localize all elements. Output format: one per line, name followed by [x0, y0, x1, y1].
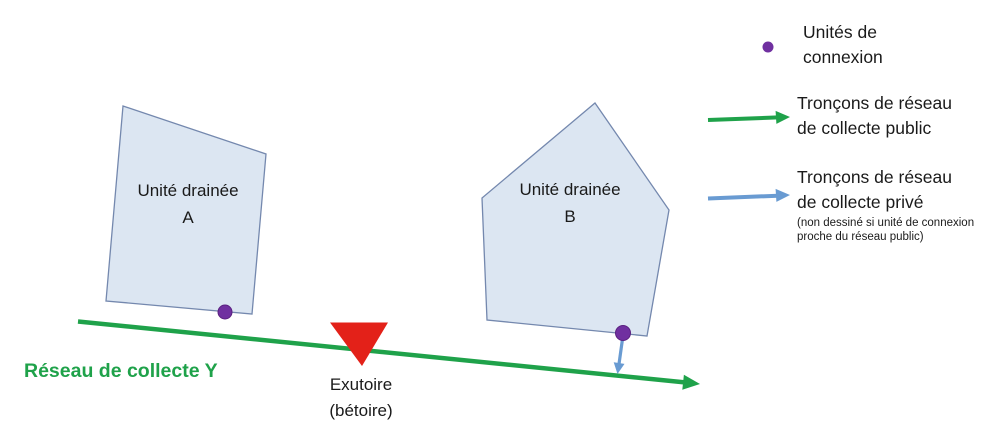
unit-b-label: Unité drainée B	[519, 180, 621, 226]
unit-a-polygon	[105, 105, 267, 315]
outlet-triangle-icon	[330, 322, 388, 366]
network-label: Réseau de collecte Y	[24, 360, 218, 382]
public-network-arrowhead-icon	[682, 374, 700, 390]
legend-public-label: Tronçons de réseau de collecte public	[797, 93, 952, 138]
private-connection-arrowhead-icon	[613, 362, 625, 374]
private-connection-arrow-line	[617, 338, 625, 365]
legend-private-arrow-icon	[707, 193, 779, 201]
legend-private-arrowhead-icon	[775, 188, 790, 202]
public-network-line	[77, 319, 687, 385]
unit-b-polygon	[481, 102, 670, 337]
connection-dot-a-icon	[217, 304, 233, 320]
connection-dot-b-icon	[615, 325, 631, 341]
legend-public-arrow-icon	[707, 115, 779, 122]
legend-private-label: Tronçons de réseau de collecte privé	[797, 167, 952, 212]
legend-public-arrowhead-icon	[775, 110, 790, 124]
legend-connection-dot-icon	[762, 41, 774, 53]
legend-connection-label: Unités de connexion	[803, 22, 883, 67]
legend-private-note: (non dessiné si unité de connexion proch…	[797, 217, 975, 243]
unit-a-label: Unité drainée A	[137, 181, 239, 227]
outlet-label: Exutoire (bétoire)	[329, 375, 393, 420]
